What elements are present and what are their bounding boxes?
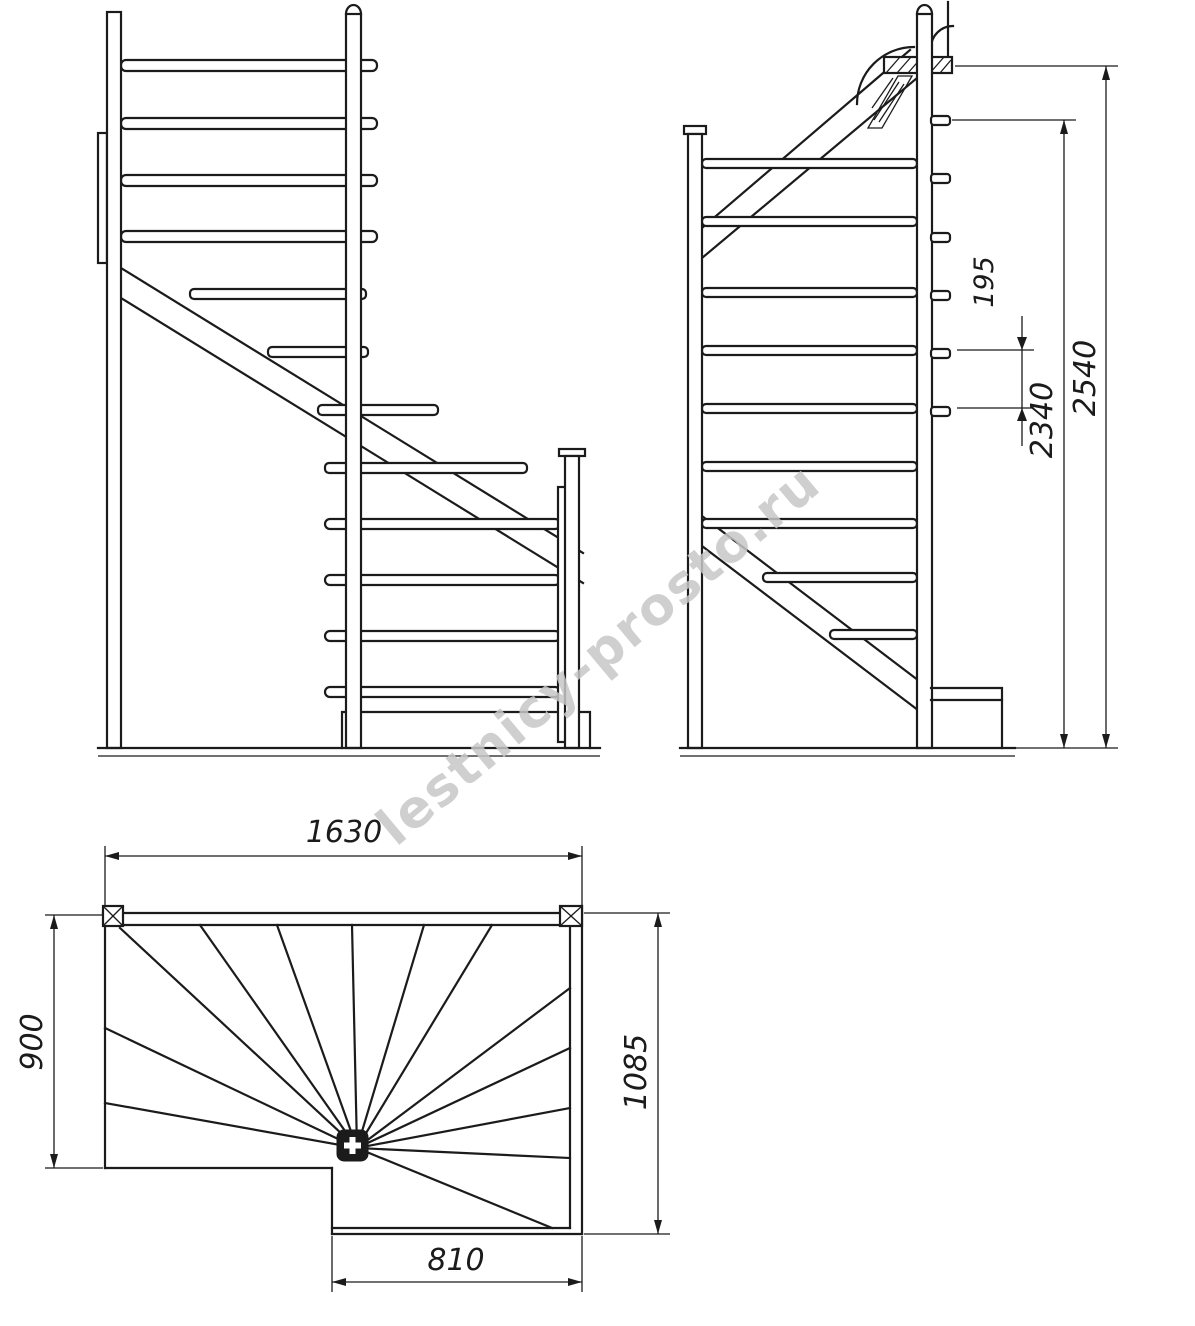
dimension-step-rise: 195 [957,256,1034,446]
front-elevation-view [96,3,602,757]
front-treads [188,287,529,475]
dimension-right-length: 1085 [584,912,670,1235]
side-first-step-block [929,686,1004,750]
side-handrail-arc [855,45,916,106]
front-left-newel-post [105,10,123,750]
side-stringer-section [866,75,914,129]
dimension-total-height: 2540 [955,65,1118,749]
front-left-wall-plate [96,131,109,265]
dimension-left-width: 900 [15,914,103,1169]
dimension-height-to-top-step: 2340 [952,119,1076,748]
side-elevation-view [678,0,1017,757]
front-upper-rails [119,58,379,244]
side-treads [761,571,919,641]
plan-view [101,904,584,1236]
side-stringer-top-line [700,514,933,692]
dimension-label-1085: 1085 [619,1034,654,1110]
side-stringer-bottom-line [700,544,933,722]
plan-corner-post-left [101,904,125,928]
side-stub-treads [929,114,952,418]
dimension-label-2340: 2340 [1025,382,1060,458]
side-center-post-cap [915,3,934,16]
dimension-label-1630: 1630 [306,815,382,850]
plan-winder-treads [103,923,572,1230]
front-center-newel-post [344,12,363,750]
plan-center-newel [336,1129,369,1162]
front-base-plinth [340,710,592,750]
plan-corner-post-right [558,904,584,928]
dimension-label-195: 195 [969,256,1000,308]
plan-outline [101,904,584,1236]
side-left-post [686,132,704,750]
dimension-overall-length: 1630 [104,815,583,906]
dimension-label-900: 900 [15,1013,50,1070]
front-lower-rails [323,517,562,699]
dimension-label-810: 810 [427,1243,484,1278]
side-handrail-top-line [700,48,912,230]
watermark: lestnicy-prosto.ru [366,452,832,857]
side-left-post-cap [682,124,708,136]
front-center-post-cap [344,3,363,16]
side-handrail-top-curve [929,24,955,50]
side-center-newel-post [915,12,934,750]
dimension-lower-width: 810 [331,1236,583,1292]
dimension-label-2540: 2540 [1068,340,1103,416]
